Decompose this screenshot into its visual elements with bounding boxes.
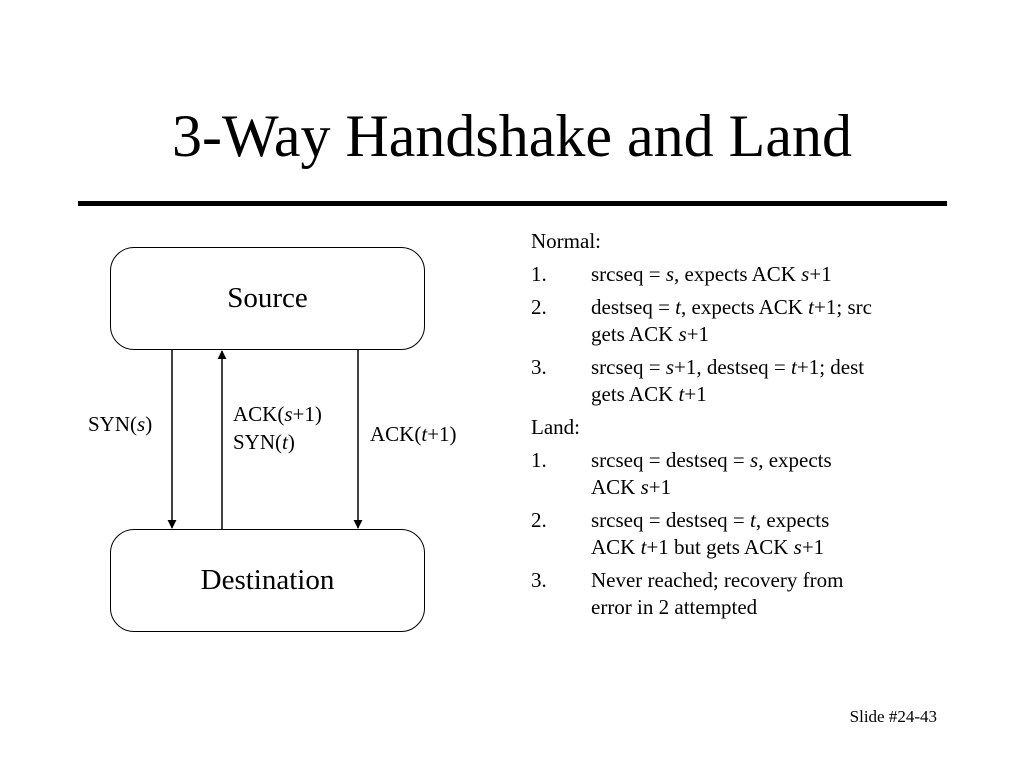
slide-title: 3-Way Handshake and Land [172, 103, 852, 169]
text-segment: ACK [591, 475, 641, 499]
list-number: 1. [531, 448, 547, 472]
text-segment: ACK [591, 535, 641, 559]
source-label: Source [227, 282, 308, 314]
list-item-line: ACK s+1 [591, 474, 951, 501]
text-segment: srcseq = [591, 262, 666, 286]
text-segment: srcseq = [591, 355, 666, 379]
message-line: SYN(t) [233, 428, 322, 456]
list-item-line: srcseq = s, expects ACK s+1 [591, 261, 951, 288]
text-segment: +1; dest [796, 355, 865, 379]
text-segment: ACK( [370, 422, 422, 446]
text-segment: +1) [292, 402, 322, 426]
text-segment: , expects [755, 508, 830, 532]
list-number: 2. [531, 295, 547, 319]
italic-variable: t [282, 430, 288, 454]
title-divider [78, 201, 947, 206]
italic-variable: s [801, 262, 810, 286]
text-segment: +1 [648, 475, 672, 499]
syn-message-label: SYN(s) [88, 410, 152, 438]
text-segment: +1 [684, 382, 707, 406]
text-segment: ) [145, 412, 153, 436]
text-segment: destseq = [591, 295, 676, 319]
land-heading: Land: [531, 415, 580, 439]
italic-variable: s [750, 448, 759, 472]
numbered-list-item: 1.srcseq = s, expects ACK s+1 [531, 261, 951, 288]
text-segment: SYN( [233, 430, 283, 454]
text-segment: +1 [686, 322, 710, 346]
list-item-line: Never reached; recovery from [591, 567, 951, 594]
italic-variable: t [678, 382, 685, 406]
italic-variable: s [284, 402, 293, 426]
list-number: 2. [531, 508, 547, 532]
italic-variable: t [421, 422, 428, 446]
text-segment: SYN( [88, 412, 138, 436]
list-item-line: srcseq = destseq = s, expects [591, 447, 951, 474]
list-item-line: ACK t+1 but gets ACK s+1 [591, 534, 951, 561]
list-number: 1. [531, 262, 547, 286]
slide-number: Slide #24-43 [849, 707, 937, 726]
text-segment: , expects [758, 448, 832, 472]
list-item-line: error in 2 attempted [591, 594, 951, 621]
ack-syn-message-label: ACK(s+1)SYN(t) [233, 400, 322, 456]
text-segment: +1 [801, 535, 825, 559]
normal-heading: Normal: [531, 229, 601, 253]
italic-variable: s [678, 322, 687, 346]
message-line: SYN(s) [88, 410, 152, 438]
italic-variable: s [665, 355, 675, 379]
text-segment: +1; src [814, 295, 872, 319]
text-segment: srcseq = destseq = [591, 448, 750, 472]
italic-variable: t [808, 295, 815, 319]
italic-variable: s [793, 535, 802, 559]
text-segment: Never reached; recovery from [591, 568, 844, 592]
italic-variable: s [640, 475, 649, 499]
list-item-line: srcseq = destseq = t, expects [591, 507, 951, 534]
list-item-line: gets ACK t+1 [591, 381, 951, 408]
italic-variable: t [791, 355, 797, 379]
text-segment: error in 2 attempted [591, 595, 758, 619]
numbered-list-item: 3. Never reached; recovery from error in 2… [531, 567, 951, 621]
text-segment: gets ACK [591, 382, 679, 406]
list-number: 3. [531, 568, 547, 592]
italic-variable: t [640, 535, 647, 559]
italic-variable: t [750, 508, 756, 532]
text-segment: gets ACK [591, 322, 679, 346]
message-line: ACK(s+1) [233, 400, 322, 428]
italic-variable: t [675, 295, 682, 319]
text-segment: , expects ACK [674, 262, 802, 286]
text-segment: +1) [427, 422, 457, 446]
text-segment: +1 but gets ACK [646, 535, 794, 559]
italic-variable: s [137, 412, 146, 436]
italic-variable: s [665, 262, 675, 286]
text-segment: +1 [809, 262, 832, 286]
list-item-line: gets ACK s+1 [591, 321, 951, 348]
ack-t-message-label: ACK(t+1) [370, 420, 457, 448]
text-segment: ) [287, 430, 295, 454]
source-node: Source [110, 247, 425, 350]
destination-node: Destination [110, 529, 425, 632]
list-item-line: srcseq = s+1, destseq = t+1; dest [591, 354, 951, 381]
list-item-line: destseq = t, expects ACK t+1; src [591, 294, 951, 321]
message-line: ACK(t+1) [370, 420, 457, 448]
text-segment: +1, destseq = [674, 355, 792, 379]
text-segment: ACK( [233, 402, 285, 426]
destination-label: Destination [200, 564, 335, 596]
list-number: 3. [531, 355, 547, 379]
text-segment: , expects ACK [681, 295, 809, 319]
text-segment: srcseq = destseq = [591, 508, 750, 532]
